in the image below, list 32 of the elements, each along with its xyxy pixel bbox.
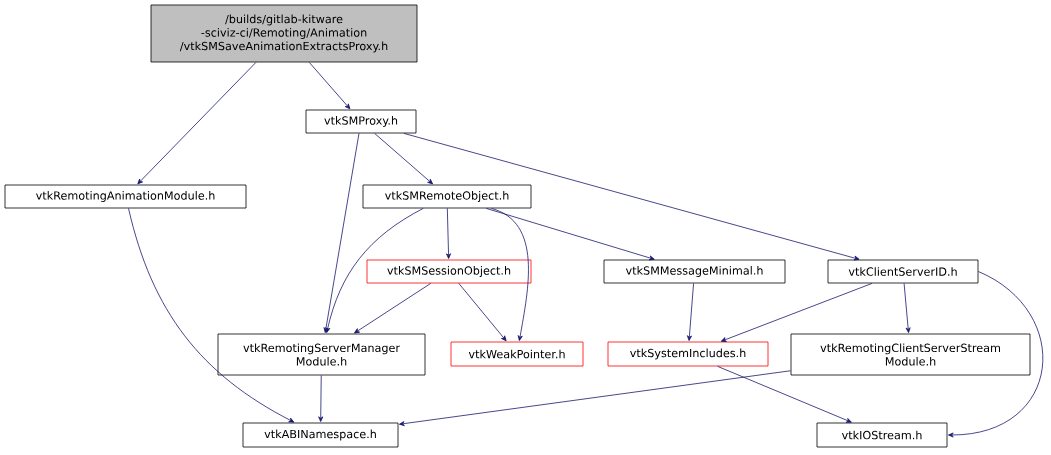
file-box: vtkSystemIncludes.h [607, 341, 769, 367]
file-box: vtkRemotingAnimationModule.h [4, 184, 247, 209]
arrow [903, 283, 911, 333]
arrow [137, 62, 257, 185]
file-box: vtkSMProxy.h [305, 109, 417, 134]
arrow [325, 208, 424, 333]
arrow [354, 283, 432, 334]
arrow [687, 283, 694, 341]
arrow [720, 283, 873, 342]
arrow [128, 208, 295, 423]
arrow [485, 208, 655, 261]
file-box: vtkClientServerID.h [827, 259, 979, 284]
file-box: vtkIOStream.h [816, 422, 948, 448]
arrow [403, 133, 860, 261]
arrow [458, 283, 507, 342]
file-box: vtkWeakPointer.h [450, 341, 584, 367]
arrow [318, 375, 324, 422]
arrow [491, 208, 529, 341]
arrow [399, 370, 791, 427]
arrow [717, 366, 852, 423]
arrow [308, 62, 351, 110]
file-box: vtkRemotingServerManager Module.h [217, 333, 426, 376]
arrow [446, 208, 451, 259]
file-box: vtkSMMessageMinimal.h [603, 259, 786, 284]
file-box: vtkSMSessionObject.h [366, 259, 532, 284]
arrow [323, 133, 360, 333]
file-box: /builds/gitlab-kitware -sciviz-ci/Remoting/Animation /vtkSMSaveAnimationExtractsProxy.h [150, 4, 418, 63]
file-box: vtkSMRemoteObject.h [362, 184, 532, 209]
arrow [948, 271, 1043, 438]
file-box: vtkABINamespace.h [242, 422, 399, 448]
file-box: vtkRemotingClientServerStream Module.h [790, 333, 1031, 376]
arrow [374, 133, 433, 185]
